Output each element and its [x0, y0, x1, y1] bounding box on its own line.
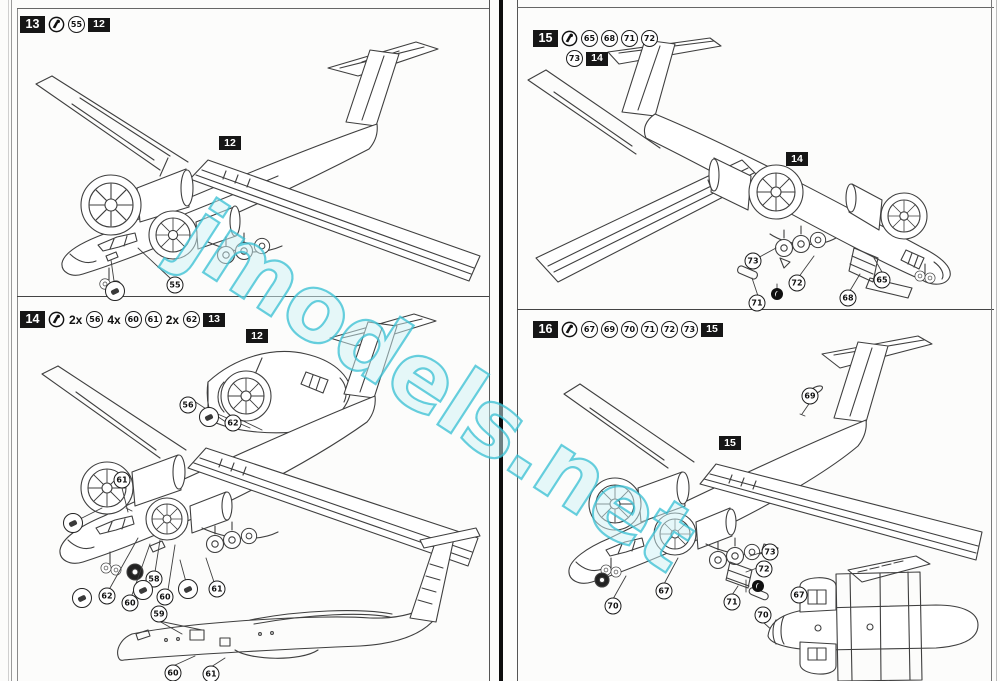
- left-page-outer-edge: [8, 0, 9, 681]
- right-page-top-border: [517, 7, 994, 8]
- aircraft-line-art-step-15: [527, 37, 951, 299]
- left-page-top-border: [17, 8, 490, 9]
- left-page-right-border: [489, 0, 490, 681]
- aircraft-line-art-step-13: [35, 41, 481, 292]
- right-page-right-border: [991, 0, 992, 681]
- right-page-divider: [517, 309, 994, 310]
- page-spine: [499, 0, 503, 681]
- left-page-divider: [17, 296, 490, 297]
- left-page-inner-border: [17, 8, 18, 681]
- aircraft-line-art-step-16: [563, 335, 983, 681]
- aircraft-line-art-step-14: [41, 313, 481, 668]
- right-page-outer-edge: [996, 0, 997, 681]
- left-page-left-border: [11, 0, 12, 681]
- right-page-left-border: [517, 0, 518, 681]
